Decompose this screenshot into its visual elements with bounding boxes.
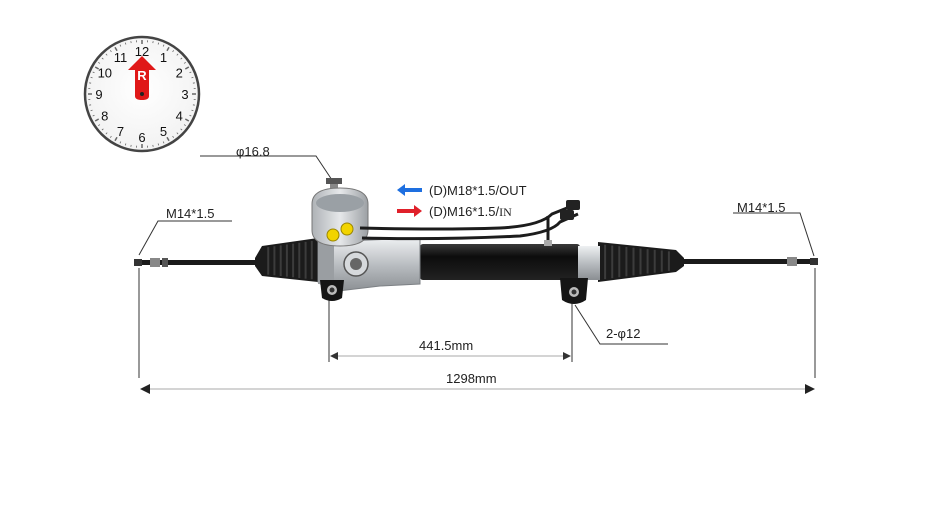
left-nut	[150, 258, 160, 267]
clock-number: 1	[160, 50, 167, 65]
left-boot	[255, 238, 318, 282]
valve-body	[311, 178, 369, 247]
clock-number: 6	[138, 130, 145, 145]
total-length-dimension	[140, 384, 815, 394]
clock-tick	[176, 53, 179, 56]
clock-ticks	[88, 40, 196, 148]
port-in-label-suffix: IN	[499, 205, 512, 219]
mount-holes-label: 2-φ12	[606, 326, 641, 341]
clock-tick	[162, 44, 165, 47]
gear-housing	[317, 237, 421, 301]
inlet-diameter-label: φ16.8	[236, 144, 270, 159]
leader-mount-holes	[574, 304, 668, 345]
clock-tick	[157, 143, 160, 146]
mount-span-dimension	[330, 352, 571, 360]
clock-tick	[184, 118, 190, 122]
clock-badge: R	[128, 56, 156, 100]
right-nut	[787, 257, 797, 266]
clock-tick	[189, 71, 192, 74]
clock-number: 12	[135, 44, 149, 59]
port-out-arrow	[397, 184, 422, 196]
clock-tick	[114, 136, 118, 142]
clock-tick	[191, 76, 194, 79]
dimension-lines	[138, 155, 816, 378]
clock-number: 5	[160, 124, 167, 139]
leader-right-thread	[733, 212, 815, 257]
clock-number: 4	[176, 109, 183, 124]
rack-tube	[420, 244, 580, 280]
clock-tick	[180, 128, 183, 131]
port-out-label: (D)M18*1.5/OUT	[429, 183, 527, 198]
right-tie-rod	[680, 259, 814, 264]
clock-tick	[109, 50, 112, 53]
clock-tick	[183, 124, 186, 127]
clock-tick	[119, 44, 122, 47]
clock-tick	[94, 66, 100, 70]
clock-tick	[166, 46, 170, 52]
port-in-arrow	[397, 205, 422, 217]
hydraulic-lines	[359, 204, 579, 244]
clock-tick	[94, 118, 100, 122]
leader-left-thread	[138, 220, 232, 256]
clock-tick	[162, 141, 165, 144]
clock-number: 10	[98, 66, 112, 81]
right-boot	[598, 242, 684, 282]
clock-tick	[172, 50, 175, 53]
port-in-label: (D)M16*1.5/IN	[429, 204, 512, 220]
clock-tick	[119, 141, 122, 144]
clock-tick	[180, 57, 183, 60]
mount-span-label: 441.5mm	[419, 338, 474, 353]
left-tie-rod	[140, 260, 258, 265]
clock-tick	[92, 114, 95, 117]
right-thread-label: M14*1.5	[737, 200, 786, 215]
right-collar	[578, 246, 600, 280]
clock-tick	[184, 66, 190, 70]
clock-number: 11	[114, 50, 128, 65]
clock-number: 9	[95, 87, 102, 102]
clock-tick	[157, 42, 160, 45]
clock-tick	[98, 124, 101, 127]
clock-number: 2	[176, 66, 183, 81]
clock-tick	[114, 46, 118, 52]
clock-tick	[124, 42, 127, 45]
clock-tick	[166, 136, 170, 142]
clock-number: 8	[101, 109, 108, 124]
clock-tick	[90, 76, 93, 79]
clock-tick	[92, 71, 95, 74]
clock-tick	[183, 61, 186, 64]
port-in-label-prefix: (D)M16*1.5/	[429, 204, 500, 219]
right-mount	[560, 278, 588, 304]
clock-badge-letter: R	[137, 68, 147, 83]
clock-number: 7	[117, 124, 124, 139]
clock-tick	[172, 135, 175, 138]
clock-tick	[101, 57, 104, 60]
leader-inlet	[200, 155, 333, 181]
clock-tick	[90, 109, 93, 112]
steering-rack	[134, 178, 818, 304]
clock-tick	[124, 143, 127, 146]
clock-tick	[98, 61, 101, 64]
total-length-label: 1298mm	[446, 371, 497, 386]
clock-tick	[101, 128, 104, 131]
line-fittings	[544, 200, 580, 246]
clock-tick	[109, 135, 112, 138]
clock-tick	[105, 53, 108, 56]
clock-tick	[189, 114, 192, 117]
clock-tick	[176, 132, 179, 135]
clock-tick	[191, 109, 194, 112]
left-thread-label: M14*1.5	[166, 206, 215, 221]
clock-tick	[105, 132, 108, 135]
clock-number: 3	[181, 87, 188, 102]
